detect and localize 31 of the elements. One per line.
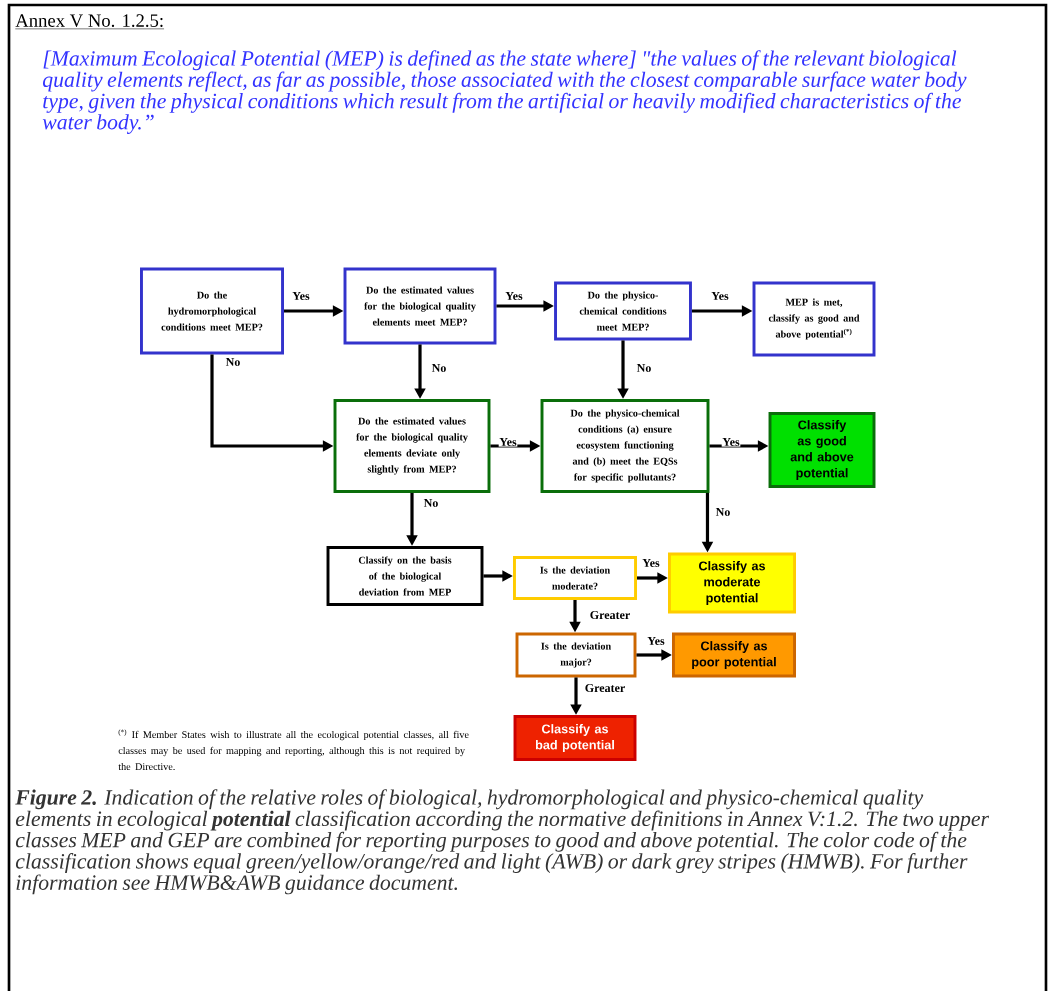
result-box: MEP is met, classify as good and above potential$^{(*)}$: [752, 281, 876, 357]
result-box: Classify as bad potential: [513, 715, 637, 761]
edge-label: Yes: [498, 437, 518, 447]
edge-label: Yes: [710, 291, 730, 301]
heading: Annex V No. 1.2.5:: [15, 14, 165, 30]
decision-box: Do the hydromorphological conditions meet MEP?: [140, 267, 284, 355]
result-box: Classify as good and above potential: [768, 412, 876, 488]
edge-label: Yes: [291, 291, 311, 301]
edge-label: No: [715, 507, 731, 517]
decision-box: Do the estimated values for the biological quality elements meet MEP?: [343, 267, 497, 345]
edge-label: Yes: [721, 437, 741, 447]
figure-caption: Figure 2. Indication of the relative roles of biological, hydromorphological and physico-chemical quality elements in ecologicalpotential classification according the normative definitions in Annex V:1.2. The two upper classes MEP and GEP are combined for reporting purposes to good and above potential. The color code of the classification shows equal green/yellow/orange/red and light (AWB) or dark grey stripes (HMWB). For further information see HMWB&AWB guidance document.: [15, 789, 990, 895]
edge-label: Greater: [584, 683, 626, 693]
process-box: Classify on the basis of the biological deviation from MEP: [326, 546, 484, 606]
edge-label: No: [431, 363, 447, 373]
quote-text: [Maximum Ecological Potential (MEP) is defined as the state where] "the values of the relevant biological quality elements reflect, as far as possible, those associated with the closest comparable surface water body type, given the physical conditions which result from the artificial or heavily modified characteristics of the water body.”: [42, 50, 967, 134]
edge-label: Yes: [646, 636, 666, 646]
decision-box: Do the estimated values for the biological quality elements deviate only slightly from MEP?: [333, 399, 491, 493]
result-box: Classify as poor potential: [672, 632, 796, 678]
footnote: $^{(*)}$ If Member States wish to illustrate all the ecological potential classes, all five classes may be used for mapping and reporting, although this is not required by the Directive.: [118, 729, 469, 771]
decision-box: Is the deviation moderate?: [513, 556, 637, 600]
edge-label: Greater: [589, 610, 631, 620]
edge-label: No: [225, 357, 241, 367]
edge-label: No: [423, 498, 439, 508]
edge-label: Yes: [641, 558, 661, 568]
edge-label: No: [636, 363, 652, 373]
decision-box: Is the deviation major?: [515, 632, 637, 678]
result-box: Classify as moderate potential: [668, 552, 796, 614]
decision-box: Do the physico-chemical conditions (a) ensure ecosystem functioning and (b) meet the EQSs for specific pollutants?: [540, 399, 710, 493]
edge-label: Yes: [504, 291, 524, 301]
decision-box: Do the physico-chemical conditions meet MEP?: [554, 281, 692, 341]
